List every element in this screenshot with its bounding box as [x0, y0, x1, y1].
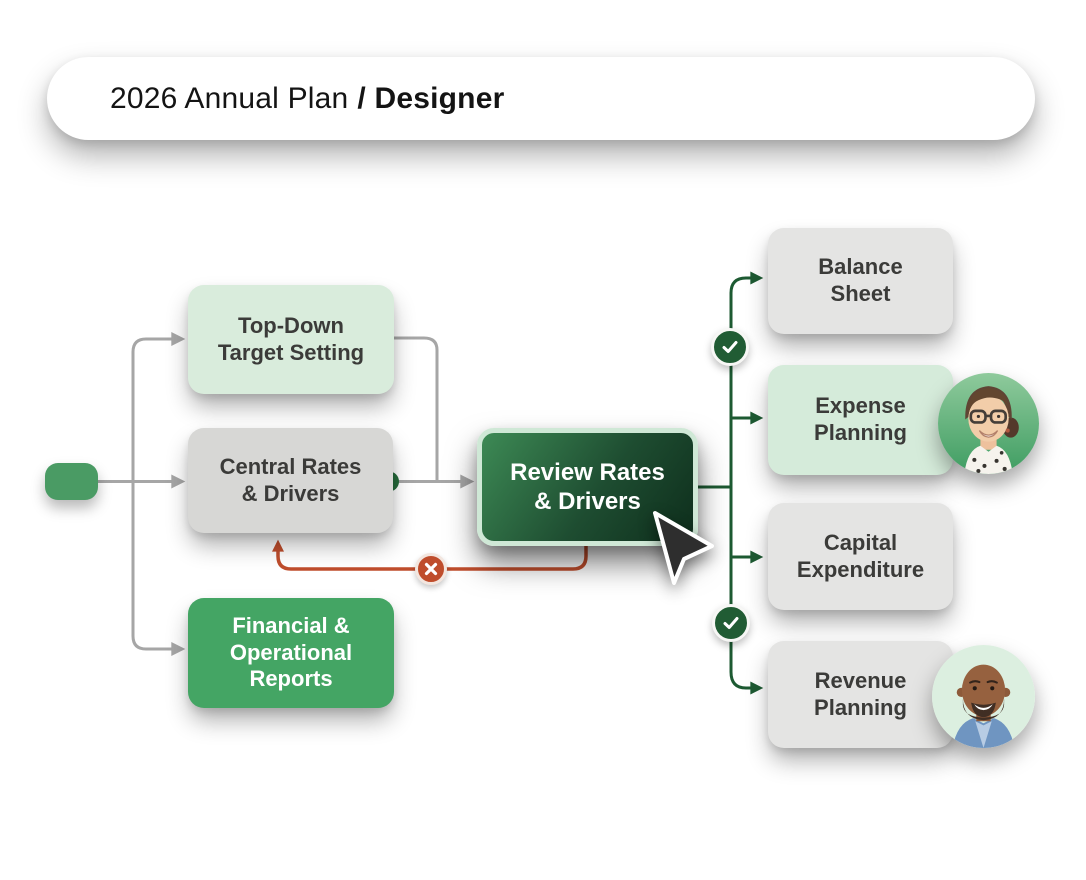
gray-connectors — [98, 332, 475, 656]
node-start[interactable] — [45, 463, 98, 500]
breadcrumb: 2026 Annual Plan / Designer — [47, 57, 1035, 140]
check-icon — [723, 617, 739, 629]
node-top-down-target-setting[interactable]: Top-Down Target Setting — [188, 285, 394, 394]
breadcrumb-page-name: / Designer — [357, 81, 505, 115]
node-label: Financial & Operational Reports — [229, 612, 353, 692]
node-label: Capital Expenditure — [796, 529, 925, 582]
node-central-rates-drivers[interactable]: Central Rates & Drivers — [188, 428, 393, 533]
node-balance-sheet[interactable]: Balance Sheet — [768, 228, 953, 334]
breadcrumb-plan-name[interactable]: 2026 Annual Plan — [110, 81, 349, 115]
check-icon — [722, 341, 738, 353]
woman-avatar-illustration — [938, 373, 1039, 474]
approved-badge — [712, 604, 750, 642]
avatar-expense-planner — [938, 373, 1039, 474]
rejected-badge — [415, 553, 447, 585]
node-revenue-planning[interactable]: Revenue Planning — [768, 641, 953, 748]
node-label: Central Rates & Drivers — [219, 453, 362, 506]
green-connectors — [698, 271, 764, 695]
node-label: Revenue Planning — [814, 667, 907, 720]
node-label: Top-Down Target Setting — [217, 312, 365, 365]
man-avatar-illustration — [932, 645, 1035, 748]
node-expense-planning[interactable]: Expense Planning — [768, 365, 953, 475]
node-capital-expenditure[interactable]: Capital Expenditure — [768, 503, 953, 610]
node-label: Review Rates & Drivers — [510, 458, 665, 515]
node-label: Balance Sheet — [818, 254, 903, 306]
node-label: Expense Planning — [814, 393, 907, 445]
node-financial-operational-reports[interactable]: Financial & Operational Reports — [188, 598, 394, 708]
x-icon — [424, 562, 438, 576]
avatar-revenue-planner — [932, 645, 1035, 748]
approved-badge — [711, 328, 749, 366]
cursor-arrow-icon — [653, 511, 714, 585]
